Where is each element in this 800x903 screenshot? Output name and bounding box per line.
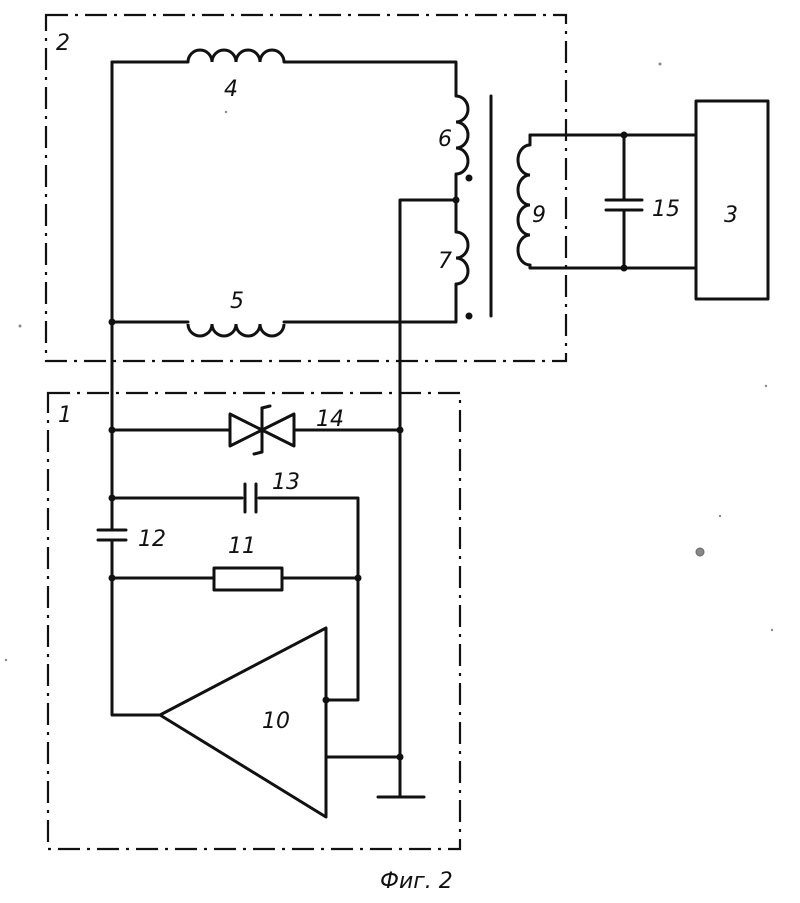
label-winding-9: 9: [532, 203, 546, 228]
winding-7: [456, 232, 468, 284]
block-2-wiring: [109, 50, 492, 757]
block-1-wiring: [98, 406, 424, 817]
amplifier-10: [160, 628, 326, 817]
label-block-3: 3: [724, 203, 738, 228]
block-3-box: [696, 101, 768, 299]
suppressor-14-left: [230, 414, 262, 446]
block-1-outline: [48, 393, 460, 849]
label-amplifier-10: 10: [262, 709, 290, 734]
label-winding-7: 7: [438, 249, 452, 274]
label-resistor-11: 11: [228, 534, 256, 559]
label-suppressor-14: 14: [316, 407, 344, 432]
inductor-4: [188, 50, 284, 62]
label-capacitor-13: 13: [272, 470, 300, 495]
figure-caption: Фиг. 2: [380, 869, 453, 894]
suppressor-14-right: [262, 414, 294, 446]
label-winding-6: 6: [438, 127, 452, 152]
label-inductor-4: 4: [224, 77, 238, 102]
winding-9: [518, 145, 530, 265]
label-capacitor-12: 12: [138, 527, 166, 552]
label-inductor-5: 5: [230, 289, 244, 314]
winding-6: [456, 96, 468, 174]
block-2-outline: [46, 15, 566, 361]
label-capacitor-15: 15: [652, 197, 680, 222]
inductor-5: [188, 324, 284, 336]
resistor-11: [214, 568, 282, 590]
label-block-1: 1: [58, 403, 72, 428]
label-block-2: 2: [56, 31, 70, 56]
